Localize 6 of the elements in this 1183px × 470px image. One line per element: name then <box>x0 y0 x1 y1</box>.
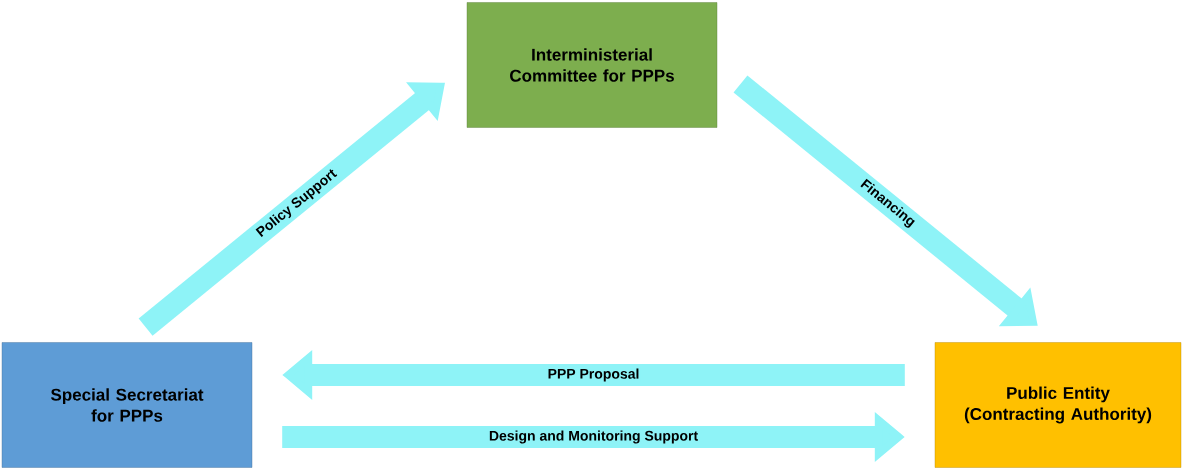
process-box: Public Entity (Contracting Authority) <box>934 342 1182 468</box>
block-arrow <box>138 82 445 336</box>
edge-label: Design and Monitoring Support <box>487 429 700 445</box>
process-box: Special Secretariat for PPPs <box>1 342 253 468</box>
process-box: Interministerial Committee for PPPs <box>466 2 718 128</box>
edge-label: PPP Proposal <box>546 367 641 383</box>
